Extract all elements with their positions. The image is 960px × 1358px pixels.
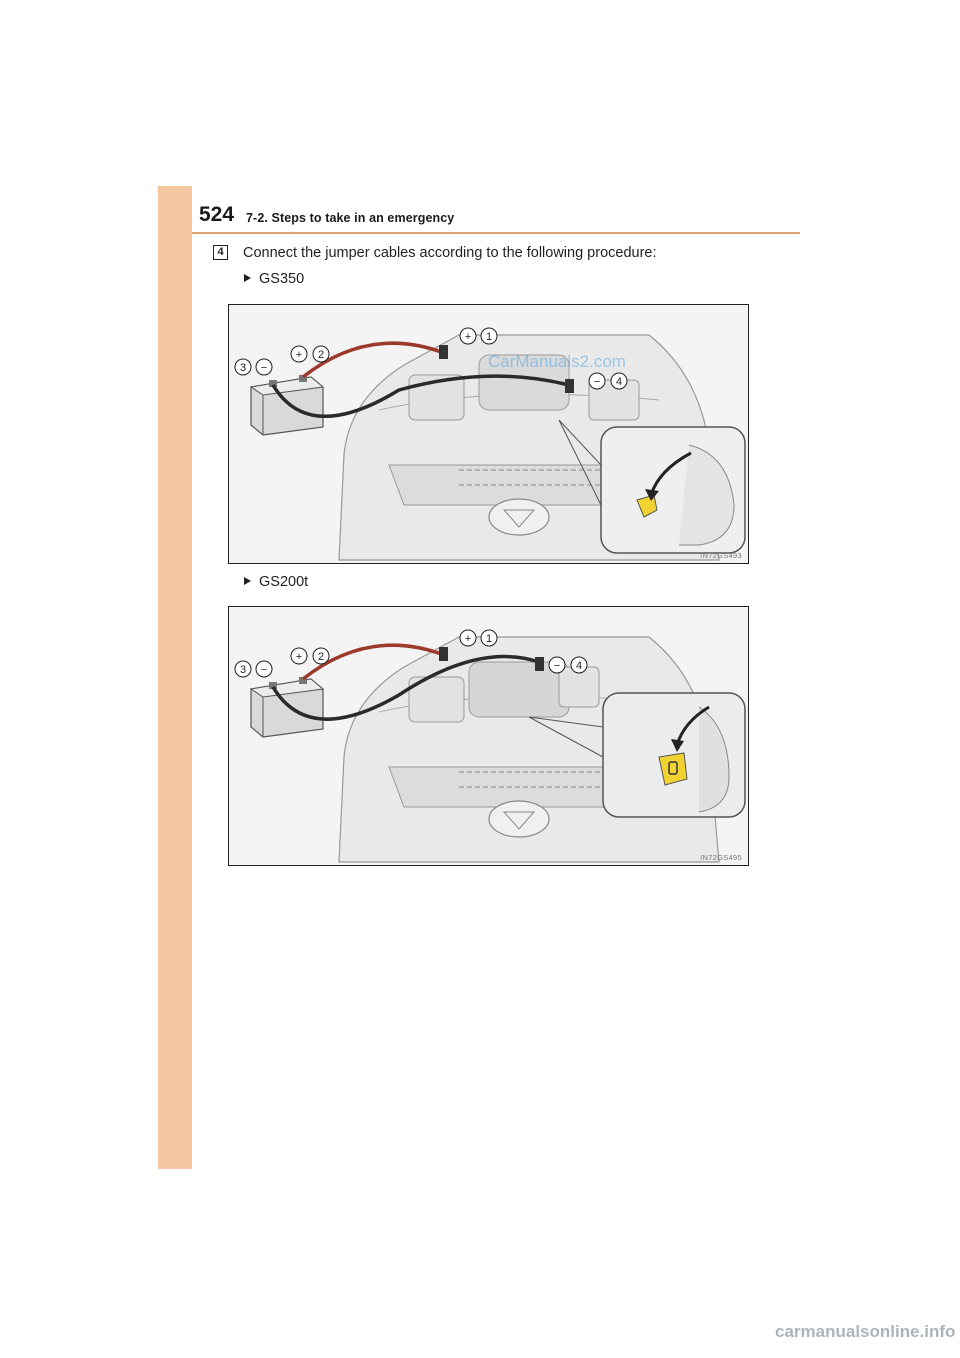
svg-text:−: − [261, 362, 267, 374]
label-2: 2 [318, 349, 324, 361]
variant-label-gs200t: GS200t [244, 574, 308, 590]
figure-code: IN72GS495 [700, 853, 742, 862]
label-1: 1 [486, 331, 492, 343]
engine-bay-illustration: 3 − + 2 + 1 − 4 [229, 607, 749, 866]
header-divider [192, 232, 800, 234]
figure-code: IN72GS493 [700, 551, 742, 560]
footer-watermark: carmanualsonline.info [775, 1322, 955, 1342]
triangle-bullet-icon [244, 274, 251, 282]
label-4: 4 [616, 376, 622, 388]
watermark: CarManuals2.com [488, 352, 626, 372]
label-1: 1 [486, 633, 492, 645]
svg-text:+: + [465, 331, 471, 343]
svg-text:+: + [465, 633, 471, 645]
svg-text:−: − [261, 664, 267, 676]
jumper-cable-figure-gs200t: 3 − + 2 + 1 − 4 IN72GS495 [228, 606, 749, 866]
label-3: 3 [240, 362, 246, 374]
svg-text:+: + [296, 349, 302, 361]
side-band [158, 186, 192, 1169]
engine-bay-illustration: 3 − + 2 + 1 − 4 [229, 305, 749, 564]
svg-text:−: − [594, 376, 600, 388]
label-4: 4 [576, 660, 582, 672]
step-number-badge: 4 [213, 245, 228, 260]
variant-name: GS200t [259, 574, 308, 590]
label-3: 3 [240, 664, 246, 676]
step-instruction: Connect the jumper cables according to t… [243, 245, 657, 261]
triangle-bullet-icon [244, 577, 251, 585]
svg-text:+: + [296, 651, 302, 663]
variant-label-gs350: GS350 [244, 271, 304, 287]
page-number: 524 [199, 203, 234, 227]
jumper-cable-figure-gs350: 3 − + 2 + 1 − 4 IN72GS493 [228, 304, 749, 564]
svg-text:−: − [554, 660, 560, 672]
label-2: 2 [318, 651, 324, 663]
section-title: 7-2. Steps to take in an emergency [246, 211, 454, 225]
variant-name: GS350 [259, 271, 304, 287]
